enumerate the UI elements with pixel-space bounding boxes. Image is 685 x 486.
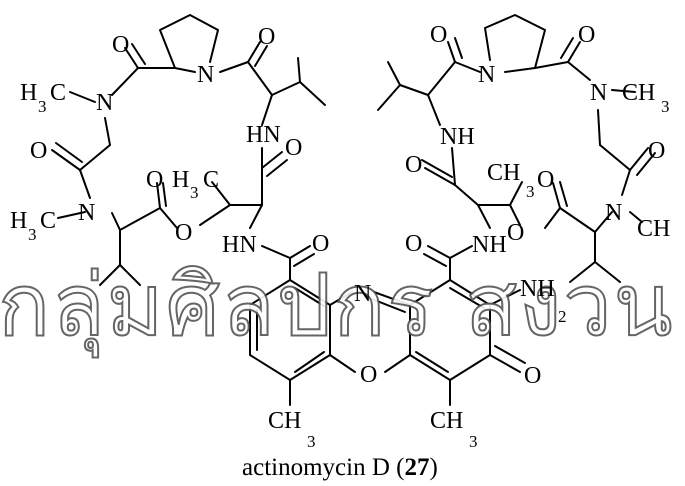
atom-labels: N O O NH 2 CH 3 CH 3 O HN O NH O HN H 3 … <box>10 22 670 451</box>
atom-o-amide-right: O <box>405 231 422 257</box>
atom-n-pro-left: N <box>197 62 214 88</box>
atom-nh2: NH <box>520 276 555 302</box>
atom-h-left: H <box>172 167 189 193</box>
atom-nh-right: NH <box>472 232 507 258</box>
atom-ch3-right-sub: 3 <box>469 432 478 451</box>
caption: actinomycin D (27) <box>242 454 438 481</box>
watermark-text: กลุ่มศิลปกร สงวน <box>0 256 675 358</box>
atom-n-sar-right: N <box>590 80 607 106</box>
atom-o-thr-left: O <box>285 135 302 161</box>
atom-ch3-thr-right-sub: 3 <box>526 182 535 201</box>
atom-h3c-val-left-c: C <box>40 208 56 234</box>
atom-o-sar-left: O <box>30 138 47 164</box>
atom-n-sar-left: N <box>96 90 113 116</box>
atom-n-meval-right: N <box>605 200 622 226</box>
atom-ch3-sar-right: CH <box>622 80 655 106</box>
caption-name: actinomycin D <box>242 454 390 481</box>
atom-o-ester-right: O <box>507 220 524 246</box>
atom-h3c-val-left: H <box>10 208 27 234</box>
atom-ch3-thr-right: CH <box>487 160 520 186</box>
atom-h3c-sar-left: H <box>20 80 37 106</box>
atom-ch3-left-sub: 3 <box>307 432 316 451</box>
atom-hn-val-left: HN <box>246 122 281 148</box>
caption-close: ) <box>429 454 437 481</box>
caption-number: 27 <box>404 454 429 481</box>
atom-ch3-left: CH <box>268 408 301 434</box>
atom-o-ester-co-right: O <box>537 167 554 193</box>
bonds <box>51 14 656 406</box>
atom-n-core: N <box>354 281 371 307</box>
atom-o-pro-left: O <box>112 32 129 58</box>
atom-h-left-sub: 3 <box>190 183 199 202</box>
atom-h3c-sar-left-c: C <box>50 80 66 106</box>
atom-n-meval-left: N <box>78 200 95 226</box>
caption-open: ( <box>390 454 405 481</box>
atom-h3c-val-left-sub: 3 <box>28 225 37 244</box>
atom-ch3-right: CH <box>430 408 463 434</box>
atom-o-pro-right: O <box>578 22 595 48</box>
atom-ch3-val-right: CH <box>637 216 670 242</box>
atom-o-amide-left: O <box>312 231 329 257</box>
atom-n-pro-right: N <box>478 62 495 88</box>
atom-o-thr-right: O <box>405 152 422 178</box>
atom-nh-val-right: NH <box>440 124 475 150</box>
atom-o-dval-left: O <box>258 24 275 50</box>
atom-o-ester-co-left: O <box>146 167 163 193</box>
atom-ch3-sar-right-sub: 3 <box>661 97 670 116</box>
atom-o-ketone: O <box>524 363 541 389</box>
atom-o-ester-left: O <box>175 220 192 246</box>
atom-o-sar-right: O <box>648 138 665 164</box>
atom-h3c-sar-left-sub: 3 <box>38 97 47 116</box>
atom-o-dval-right: O <box>430 22 447 48</box>
atom-nh2-sub: 2 <box>558 307 567 326</box>
atom-c-left: C <box>203 167 219 193</box>
atom-hn-left: HN <box>222 232 257 258</box>
atom-o-core: O <box>360 362 377 388</box>
